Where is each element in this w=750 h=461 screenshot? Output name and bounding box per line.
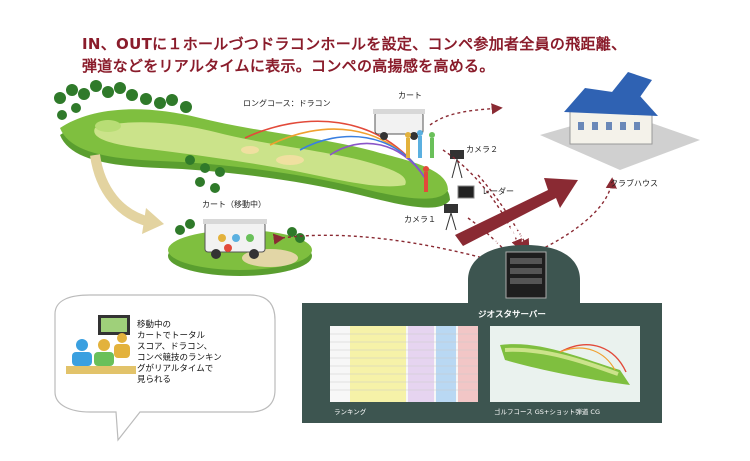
label-camera2: カメラ２ [466, 145, 498, 154]
bubble-line: スコア、ドラコン、 [137, 342, 213, 352]
bubble-line: カートでトータル [137, 331, 206, 341]
movement-arrow-head [142, 208, 164, 234]
radar-icon [457, 185, 475, 199]
bubble-text: 移動中の カートでトータル スコア、ドラコン、 コンペ競技のランキン グがリアル… [137, 320, 262, 386]
cart-top-icon [373, 109, 435, 192]
label-camera1: カメラ１ [404, 215, 436, 224]
label-cart-moving: カート（移動中） [202, 200, 266, 209]
headline-line-2: 弾道などをリアルタイムに表示。コンペの高揚感を高める。 [82, 57, 495, 75]
ball-trajectories [244, 120, 426, 179]
trees [54, 80, 225, 193]
label-cart-top: カート [398, 91, 422, 100]
label-server: ジオスタサーバー [478, 310, 546, 320]
course-display-graphic [500, 344, 630, 385]
bubble-line: グがリアルタイムで [137, 364, 214, 374]
label-long-course: ロングコース：ドラコン [243, 99, 331, 108]
label-course-display: ゴルフコース GS+ショット弾道 CG [494, 408, 600, 416]
headline-line-1: IN、OUTに１ホールづつドラコンホールを設定、コンペ参加者全員の飛距離、 [82, 35, 627, 53]
bubble-line: 移動中の [137, 320, 172, 330]
viewer-people-icon [66, 315, 136, 374]
bubble-line: 見られる [137, 375, 172, 385]
server-area [468, 245, 580, 305]
label-ranking: ランキング [334, 408, 367, 416]
clubhouse-icon [540, 72, 700, 170]
cart-moving-icon [203, 219, 267, 259]
camera2-icon [450, 150, 464, 179]
golf-course [60, 109, 450, 208]
label-radar: レーダー [482, 187, 514, 196]
label-clubhouse: クラブハウス [610, 179, 658, 188]
ranking-table-rows [330, 333, 478, 391]
movement-arrow [90, 154, 152, 227]
ranking-table-grid [350, 326, 478, 402]
network-arrow [455, 178, 578, 246]
camera1-icon [444, 204, 458, 231]
bubble-line: コンペ競技のランキン [137, 353, 222, 363]
